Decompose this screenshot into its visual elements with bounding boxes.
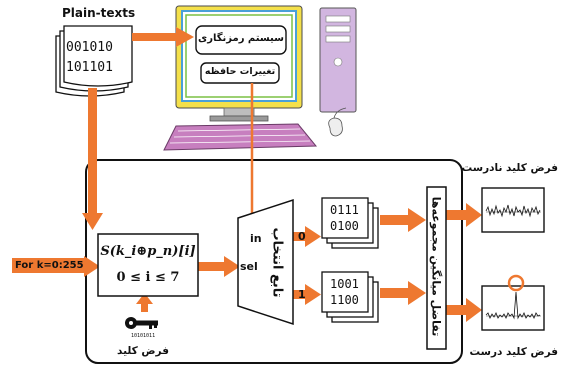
- selector-sel-label: sel: [240, 260, 258, 273]
- diff-means-box: [426, 186, 447, 350]
- group1-stack: [321, 271, 379, 323]
- diff-means-label: تفاضل میانگین مجموعه‌ها: [429, 196, 443, 337]
- key-icon: 10101011: [125, 317, 158, 339]
- selector-out0-label: 0: [298, 230, 306, 243]
- sbox-formula-box: [97, 233, 199, 297]
- crypto-system-label: سیستم رمزنگاری: [198, 33, 284, 44]
- plaintext-documents: [55, 25, 133, 97]
- plaintext-title: Plain-texts: [62, 6, 136, 20]
- peak-highlight: [507, 274, 525, 292]
- plaintext-line1: 001010: [66, 40, 113, 55]
- memory-changes-box: [200, 62, 280, 84]
- group1-line2: 1100: [330, 293, 359, 307]
- selector-out1-label: 1: [298, 288, 306, 301]
- sbox-range: 0 ≤ i ≤ 7: [116, 270, 180, 285]
- monitor-screen: [181, 10, 297, 102]
- group1-line1: 1001: [330, 277, 359, 291]
- selection-function: [237, 198, 294, 326]
- crypto-system-box: [195, 25, 287, 55]
- plaintext-line2: 101101: [66, 60, 113, 75]
- group0-line2: 0100: [330, 219, 359, 233]
- memory-changes-label: تغییرات حافظه: [204, 66, 276, 77]
- key-hypothesis-label: فرض کلید: [117, 345, 169, 357]
- sbox-formula: S(k_i⊕p_n)[i]: [100, 244, 196, 259]
- right-key-plot: [481, 274, 545, 331]
- selector-title: تابع انتخاب: [269, 227, 285, 298]
- right-key-label: فرض کلید درست: [469, 346, 558, 358]
- selector-in-label: in: [250, 232, 262, 245]
- group0-stack: [321, 197, 379, 249]
- svg-text:10101011: 10101011: [131, 333, 155, 339]
- wrong-key-label: فرض کلید نادرست: [461, 162, 558, 174]
- group0-line1: 0111: [330, 203, 359, 217]
- loop-label: For k=0:255: [12, 258, 87, 273]
- wrong-key-plot: [481, 187, 545, 233]
